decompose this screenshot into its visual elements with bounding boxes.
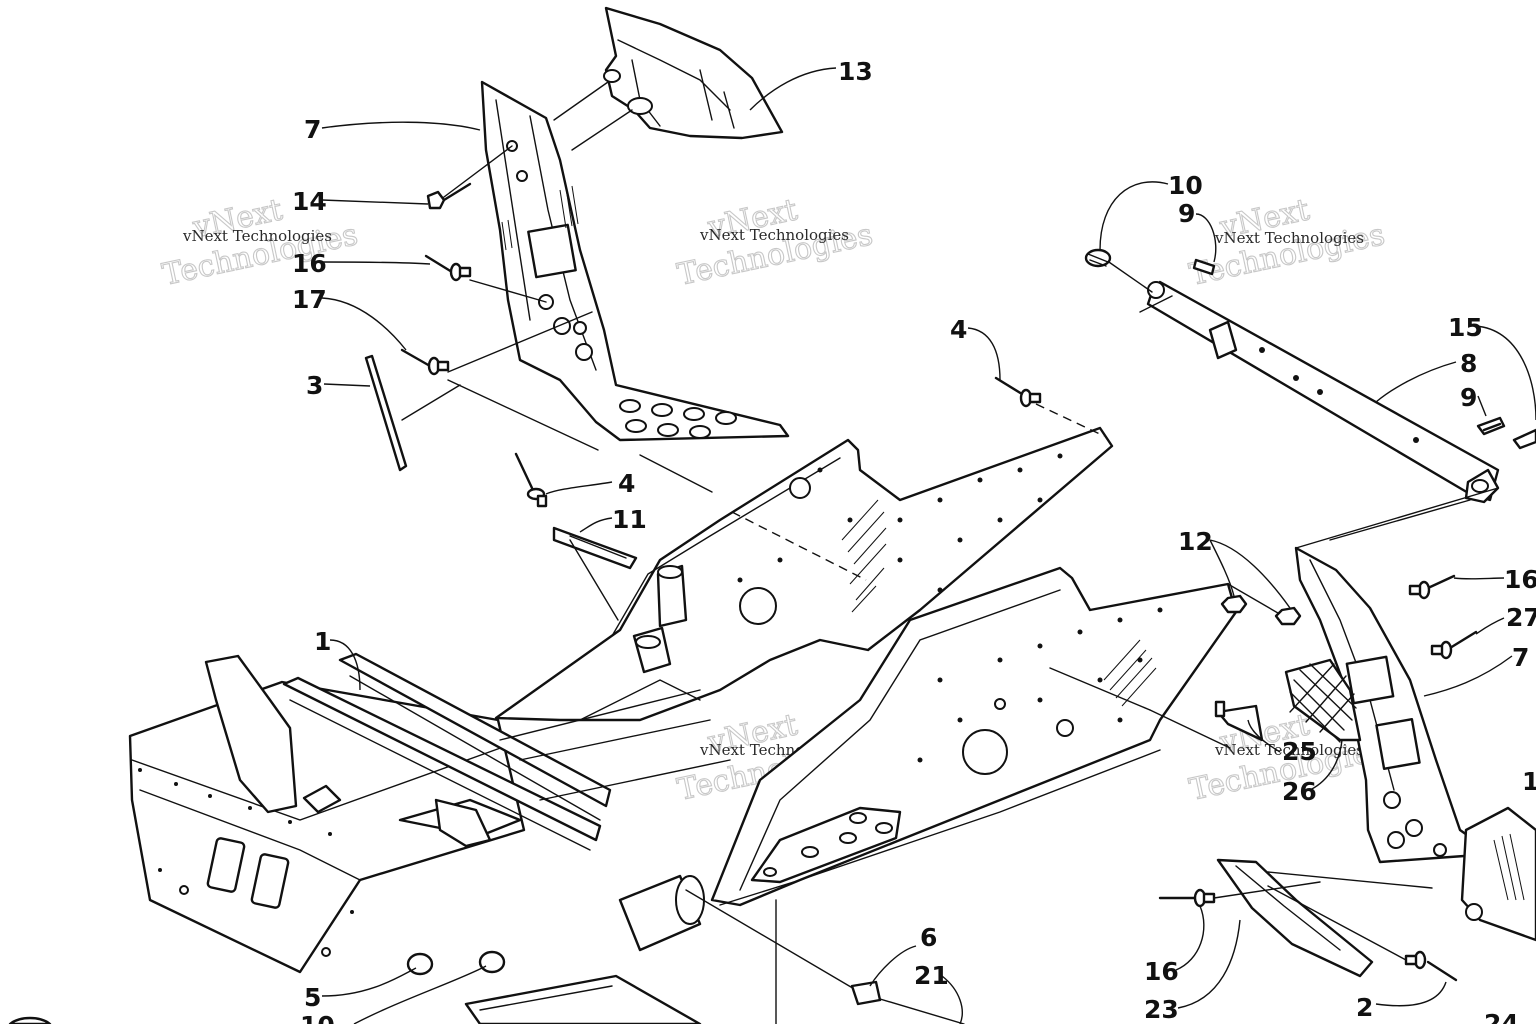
callout-10: 10 — [300, 1011, 335, 1024]
callout-14: 14 — [292, 187, 327, 216]
part-5-nut — [406, 950, 506, 976]
callout-1: 1 — [314, 627, 331, 656]
part-10-cap — [1084, 248, 1112, 268]
part-3-rod — [364, 354, 408, 472]
part-21-clip — [850, 980, 882, 1006]
callout-27: 27 — [1506, 603, 1536, 632]
callout-25: 25 — [1282, 737, 1317, 766]
callout-7: 7 — [304, 115, 321, 144]
part-11-strip — [552, 526, 638, 570]
callout-21: 21 — [914, 961, 949, 990]
assembly-lines-top — [401, 81, 713, 493]
callout-11: 11 — [612, 505, 647, 534]
part-17-rivet — [400, 348, 450, 376]
callout-labels: 13 7 14 16 17 3 4 11 4 1 10 9 15 8 9 12 … — [292, 57, 1536, 1024]
part-13-steering-cover — [603, 6, 784, 140]
watermark-text: vNext Technologies — [182, 227, 332, 245]
part-23-bracket — [1216, 858, 1374, 978]
part-9-bolt-right — [1476, 416, 1506, 436]
part-7-steering-support-right — [1294, 546, 1536, 942]
part-16-rivet-right — [1408, 574, 1456, 600]
part-4-rivet-right — [994, 376, 1042, 408]
callout-10: 10 — [1168, 171, 1203, 200]
callout-9: 9 — [1460, 383, 1477, 412]
part-9-bolt-top — [1192, 258, 1216, 276]
callout-8: 8 — [1460, 349, 1477, 378]
callout-23: 23 — [1144, 995, 1179, 1024]
callout-16: 16 — [1144, 957, 1179, 986]
callout-1: 1 — [1522, 767, 1536, 796]
callout-12: 12 — [1178, 527, 1213, 556]
part-27-rivet — [1430, 630, 1478, 660]
callout-6: 6 — [920, 923, 937, 952]
assembly-lines-right — [1213, 487, 1499, 961]
callout-16: 16 — [1504, 565, 1536, 594]
callout-15: 15 — [1448, 313, 1483, 342]
hatching — [1103, 639, 1157, 707]
callout-9: 9 — [1178, 199, 1195, 228]
part-12-nut — [1220, 594, 1302, 626]
hatching — [1493, 833, 1525, 901]
part-25-grille-mesh — [1284, 658, 1362, 743]
part-7-steering-support-top — [480, 80, 790, 442]
part-4-rivet-middle — [514, 452, 548, 508]
part-10-bottom-edge — [8, 1016, 52, 1024]
callout-17: 17 — [292, 285, 327, 314]
callout-5: 5 — [304, 983, 321, 1012]
callout-3: 3 — [306, 371, 323, 400]
callout-16: 16 — [292, 249, 327, 278]
part-16-rivet-left — [424, 254, 472, 282]
watermark-text: vNext Technologies — [1214, 229, 1364, 247]
rivet-holes — [917, 607, 1163, 763]
callout-13: 13 — [838, 57, 873, 86]
part-1-main-chassis — [128, 426, 1238, 1024]
hatching — [501, 185, 579, 251]
part-16-rivet-bottom — [1158, 888, 1216, 908]
part-14-screw — [426, 182, 472, 210]
watermark-text: vNext Technologies — [699, 226, 849, 244]
rivet-holes — [138, 768, 354, 914]
callout-4: 4 — [618, 469, 635, 498]
hatching — [841, 499, 887, 613]
part-15-bolt — [1512, 428, 1536, 450]
part-8-tie-rod-bar — [1105, 259, 1500, 504]
callout-24: 24 — [1484, 1009, 1519, 1024]
callout-2: 2 — [1356, 993, 1373, 1022]
watermark-text: vNext Technologies — [1214, 741, 1364, 759]
leader-lines — [321, 67, 1536, 1024]
callout-7: 7 — [1512, 643, 1529, 672]
rivet-holes — [737, 453, 1063, 593]
callout-4: 4 — [950, 315, 967, 344]
callout-26: 26 — [1282, 777, 1317, 806]
part-2-rivet — [1404, 950, 1458, 982]
